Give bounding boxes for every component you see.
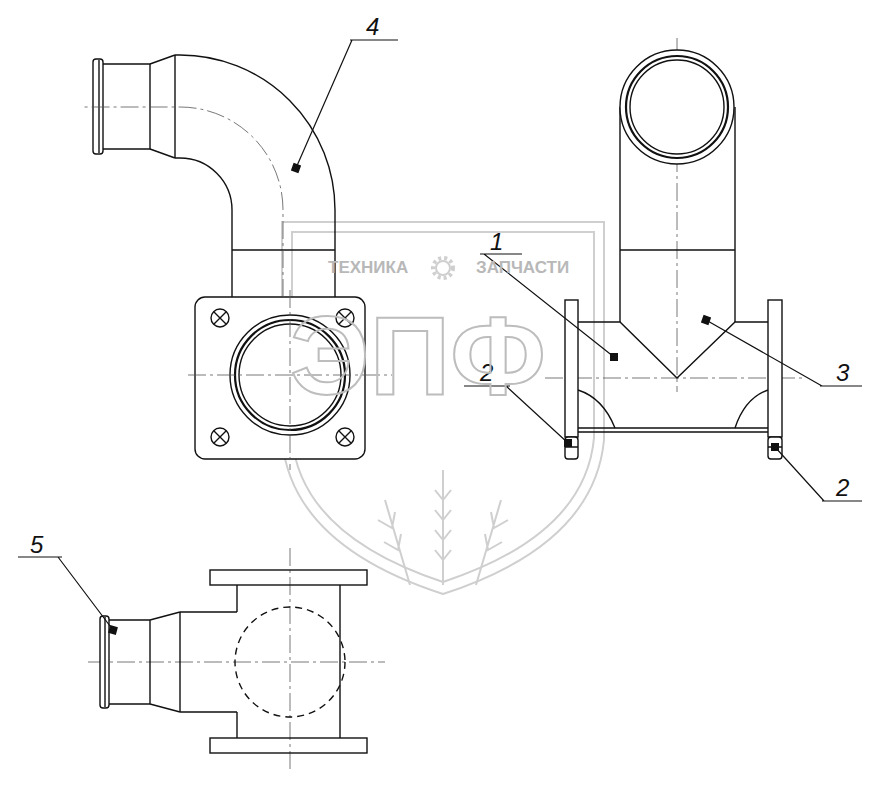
callout-number: 5 [30,533,43,557]
callout-number: 2 [836,476,849,500]
watermark-text: ЗАПЧАСТИ [476,259,569,276]
part-1-3-tee [565,50,782,459]
callout-number: 1 [490,230,503,254]
watermark-shield [282,222,604,594]
callout-number: 3 [836,361,849,385]
watermark-text: ТЕХНИКА [328,259,408,276]
watermark-logo: ЭПФ [290,300,546,412]
leader-line [18,40,862,630]
callout-number: 4 [366,15,379,39]
centerline [82,38,805,772]
part-5-tee-view [100,570,367,753]
leader-dot [108,163,779,635]
